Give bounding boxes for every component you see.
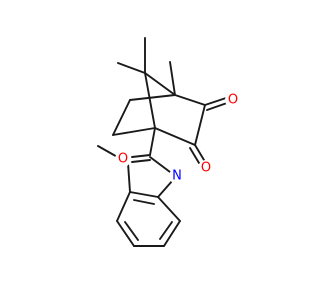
- bond-bridge-c7-c1: [144, 72, 156, 129]
- bond-amide-co-a: [131, 154, 151, 158]
- atom-n-amide: N: [169, 168, 185, 184]
- bond-ring-6: [157, 196, 181, 222]
- bond-c5-c6: [112, 99, 131, 136]
- bond-c1-amide-carbon: [149, 127, 156, 156]
- molecule-diagram: O O O N: [97, 37, 241, 247]
- bond-c3-c2: [194, 104, 206, 146]
- atom-label-o-amide: O: [118, 152, 128, 167]
- bond-n-aryl: [157, 179, 174, 198]
- bond-bridgehead-methyl: [169, 61, 176, 96]
- bond-ring-2: [116, 191, 131, 222]
- atom-o-amide: O: [115, 151, 131, 167]
- bond-ring-inner-3: [159, 221, 173, 240]
- atom-o-ketone-top: O: [225, 92, 241, 108]
- bond-ring-inner-2: [124, 221, 139, 241]
- bonds: [97, 37, 228, 247]
- atom-labels: O O O N: [115, 92, 241, 184]
- structure-canvas: O O O N: [97, 37, 241, 247]
- bond-c4-c3: [174, 94, 206, 106]
- atom-label-o-ketone-bottom: O: [201, 161, 211, 176]
- bond-amide-c-n: [149, 156, 171, 173]
- bond-c6-c1: [112, 127, 156, 136]
- bond-methyl-left: [117, 62, 146, 74]
- bond-ketone-top-a: [204, 97, 227, 106]
- bond-ring-1: [129, 191, 159, 198]
- bond-c2-c1: [154, 127, 196, 146]
- atom-o-ketone-bottom: O: [198, 160, 214, 176]
- bond-ring-5: [163, 220, 181, 247]
- bond-ketone-bottom-b: [189, 147, 200, 164]
- bond-ring-3: [116, 220, 135, 247]
- bond-ring-ethyl: [127, 162, 131, 193]
- bond-amide-co-b: [131, 159, 151, 163]
- bond-ketone-top-b: [206, 102, 228, 111]
- atom-label-n-amide: N: [172, 169, 182, 184]
- bond-ring-inner-1: [133, 199, 155, 205]
- bond-bridge-c7-c4: [144, 72, 176, 96]
- bond-c4-c5: [129, 94, 176, 101]
- bond-ketone-bottom-a: [194, 144, 205, 161]
- atom-label-o-ketone-top: O: [228, 93, 238, 108]
